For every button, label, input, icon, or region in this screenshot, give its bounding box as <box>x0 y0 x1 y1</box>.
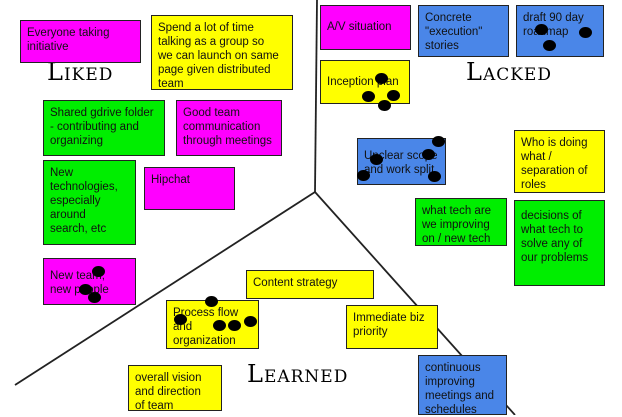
note-text: continuous improving meetings and schedu… <box>425 362 495 416</box>
note-text: Spend a lot of time talking as a group s… <box>158 22 279 90</box>
vote-dot <box>579 27 592 38</box>
vote-dot <box>432 136 445 147</box>
note-content-strategy[interactable]: Content strategy <box>246 270 374 299</box>
vote-dot <box>174 314 187 325</box>
note-text: overall vision and direction of team <box>135 372 202 412</box>
divider-left <box>14 191 316 386</box>
note-text: New technologies, especially around sear… <box>50 167 118 235</box>
heading-learned: Learned <box>247 360 349 388</box>
vote-dot <box>370 154 383 165</box>
note-immediate-biz-priority[interactable]: Immediate biz priority <box>346 305 438 349</box>
note-text: Hipchat <box>151 174 190 186</box>
vote-dot <box>387 90 400 101</box>
note-text: Content strategy <box>253 277 338 289</box>
note-everyone-taking-initiative[interactable]: Everyone taking initiative <box>20 20 141 63</box>
note-text: Shared gdrive folder - contributing and … <box>50 107 154 147</box>
note-hipchat[interactable]: Hipchat <box>144 167 235 210</box>
vote-dot <box>535 24 548 35</box>
vote-dot <box>375 73 388 84</box>
vote-dot <box>228 320 241 331</box>
note-text: A/V situation <box>327 21 392 33</box>
note-text: Who is doing what / separation of roles <box>521 137 588 191</box>
note-shared-gdrive[interactable]: Shared gdrive folder - contributing and … <box>43 100 165 156</box>
note-continuous-improving[interactable]: continuous improving meetings and schedu… <box>418 355 507 416</box>
note-text: what tech are we improving on / new tech <box>422 205 492 245</box>
note-overall-vision[interactable]: overall vision and direction of team <box>128 365 222 412</box>
vote-dot <box>362 91 375 102</box>
vote-dot <box>92 266 105 277</box>
divider-top <box>314 0 318 193</box>
note-what-tech-improving[interactable]: what tech are we improving on / new tech <box>415 198 507 246</box>
note-unclear-scope[interactable]: Unclear scope and work split <box>357 138 446 185</box>
note-concrete-execution-stories[interactable]: Concrete "execution" stories <box>418 5 509 57</box>
heading-lacked: Lacked <box>466 58 552 86</box>
vote-dot <box>422 149 435 160</box>
note-text: Everyone taking initiative <box>27 27 110 53</box>
note-process-flow[interactable]: Process flow and organization <box>166 300 259 349</box>
note-decisions-of-tech[interactable]: decisions of what tech to solve any of o… <box>514 200 605 286</box>
vote-dot <box>79 284 92 295</box>
note-who-is-doing-what[interactable]: Who is doing what / separation of roles <box>514 130 605 193</box>
vote-dot <box>543 40 556 51</box>
note-av-situation[interactable]: A/V situation <box>320 5 411 50</box>
vote-dot <box>357 170 370 181</box>
note-new-technologies[interactable]: New technologies, especially around sear… <box>43 160 136 245</box>
vote-dot <box>213 320 226 331</box>
vote-dot <box>205 296 218 307</box>
note-new-team[interactable]: New team, new people <box>43 258 136 305</box>
note-good-team-communication[interactable]: Good team communication through meetings <box>176 100 282 156</box>
note-text: Immediate biz priority <box>353 312 425 338</box>
vote-dot <box>88 292 101 303</box>
note-text: Good team communication through meetings <box>183 107 272 147</box>
note-text: Inception plan <box>327 76 399 88</box>
note-text: decisions of what tech to solve any of o… <box>521 210 589 264</box>
vote-dot <box>244 316 257 327</box>
vote-dot <box>378 100 391 111</box>
note-spend-time-talking[interactable]: Spend a lot of time talking as a group s… <box>151 15 293 90</box>
vote-dot <box>428 171 441 182</box>
note-text: Concrete "execution" stories <box>425 12 483 52</box>
